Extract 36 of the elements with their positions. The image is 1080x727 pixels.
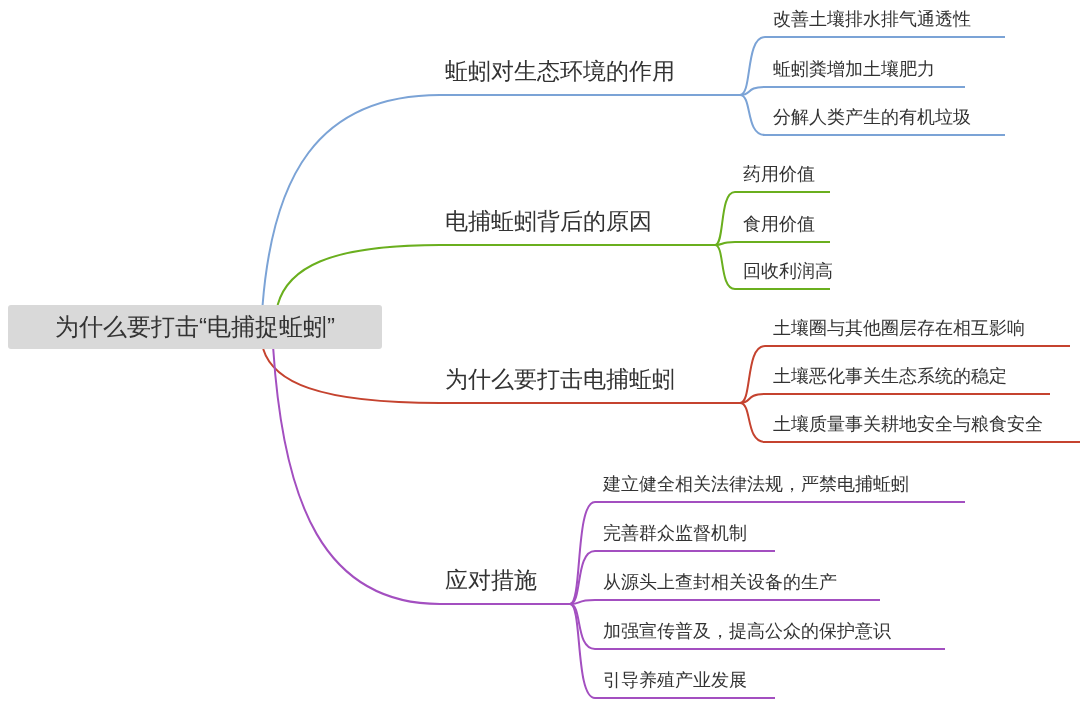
subtopic: 食用价值	[735, 209, 830, 243]
branch-topic: 为什么要打击电捕蚯蚓	[440, 358, 740, 404]
branch-line	[261, 94, 441, 306]
branch-line	[739, 36, 766, 96]
subtopic: 蚯蚓粪增加土壤肥力	[765, 54, 965, 88]
subtopic: 从源头上查封相关设备的生产	[595, 567, 880, 601]
subtopic: 引导养殖产业发展	[595, 665, 775, 699]
subtopic: 建立健全相关法律法规，严禁电捕蚯蚓	[595, 469, 965, 503]
branch-line	[569, 501, 596, 605]
branch-line	[714, 241, 736, 246]
branch-line	[569, 550, 596, 605]
branch-line	[276, 244, 441, 306]
branch-topic: 应对措施	[440, 559, 570, 605]
branch-line	[739, 86, 766, 96]
branch-line	[569, 603, 596, 699]
subtopic: 土壤质量事关耕地安全与粮食安全	[765, 409, 1080, 443]
branch-line	[262, 348, 441, 404]
branch-line	[714, 244, 736, 290]
branch-topic: 电捕蚯蚓背后的原因	[440, 200, 715, 246]
branch-line	[739, 94, 766, 136]
branch-line	[272, 348, 441, 605]
branch-line	[739, 402, 766, 443]
subtopic: 加强宣传普及，提高公众的保护意识	[595, 616, 945, 650]
subtopic: 回收利润高	[735, 256, 830, 290]
subtopic: 土壤恶化事关生态系统的稳定	[765, 361, 1050, 395]
branch-line	[739, 345, 766, 404]
subtopic: 改善土壤排水排气通透性	[765, 4, 1005, 38]
subtopic: 药用价值	[735, 159, 830, 193]
root-topic-box: 为什么要打击“电捕捉蚯蚓”	[8, 305, 382, 349]
subtopic: 土壤圈与其他圈层存在相互影响	[765, 313, 1070, 347]
branch-line	[739, 393, 766, 404]
subtopic: 分解人类产生的有机垃圾	[765, 102, 1005, 136]
branch-topic: 蚯蚓对生态环境的作用	[440, 50, 740, 96]
branch-line	[569, 603, 596, 650]
subtopic: 完善群众监督机制	[595, 518, 775, 552]
branch-line	[714, 191, 736, 246]
